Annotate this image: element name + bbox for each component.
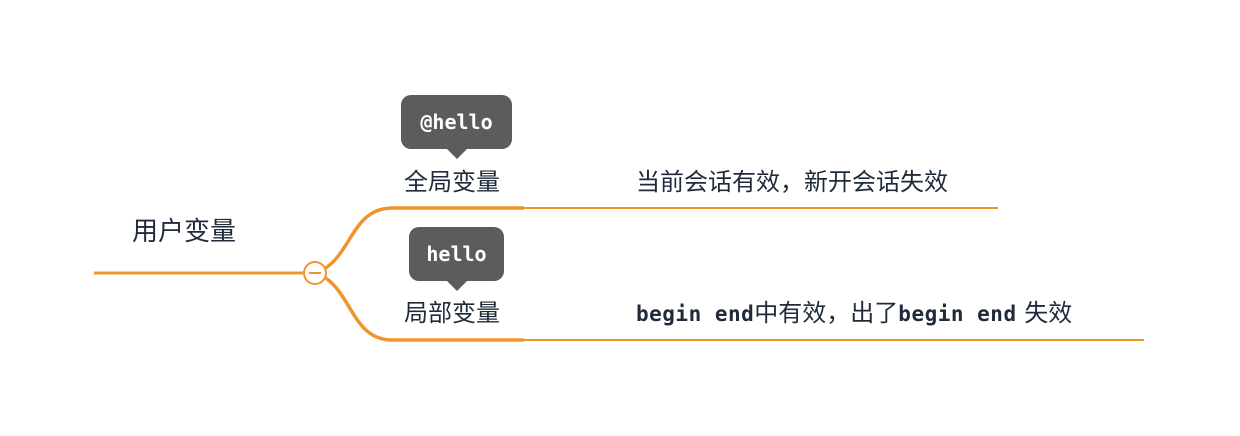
minus-circle-icon[interactable] — [303, 261, 327, 285]
note-local-text-2: 失效 — [1016, 299, 1073, 327]
root-topic[interactable]: 用户变量 — [132, 217, 237, 247]
variable-label-badge-global: @hello — [401, 95, 512, 159]
note-global: 当前会话有效，新开会话失效 — [636, 168, 948, 196]
branch-topic-local[interactable]: 局部变量 — [404, 299, 500, 327]
branch-connector-local — [315, 271, 524, 342]
variable-label-badge-local: hello — [409, 227, 504, 291]
note-local-code-1: begin end — [636, 302, 755, 326]
branch-connector-global — [315, 206, 524, 275]
note-local-text-1: 中有效，出了 — [754, 299, 899, 327]
branch-topic-global[interactable]: 全局变量 — [404, 168, 500, 196]
note-local: begin end中有效，出了begin end 失效 — [636, 301, 1072, 325]
note-local-code-2: begin end — [898, 302, 1017, 326]
